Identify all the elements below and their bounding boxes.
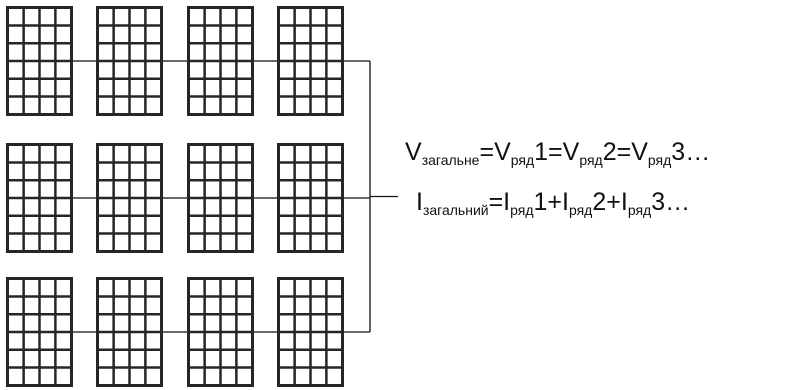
solar-panel (6, 6, 73, 116)
solar-panel (187, 143, 254, 253)
solar-panel (6, 143, 73, 253)
voltage-formula: Vзагальне=Vряд1=Vряд2=Vряд3… (405, 138, 710, 168)
solar-panel (96, 6, 163, 116)
solar-panel (96, 143, 163, 253)
voltage-term: 2=Vряд (602, 138, 672, 168)
current-term: Iзагальний (416, 188, 489, 218)
voltage-term: Vзагальне (405, 138, 480, 168)
current-term: 3… (651, 188, 691, 216)
solar-panel (6, 277, 73, 387)
voltage-term: 1=Vряд (534, 138, 603, 168)
solar-panel (277, 6, 344, 116)
solar-panel (187, 277, 254, 387)
solar-panel (277, 277, 344, 387)
voltage-term: 3… (671, 138, 711, 166)
voltage-term: =Vряд (479, 138, 535, 168)
current-term: 1+Iряд (533, 188, 593, 218)
solar-panel (277, 143, 344, 253)
current-term: =Iряд (488, 188, 534, 218)
current-formula: Iзагальний=Iряд1+Iряд2+Iряд3… (416, 188, 690, 218)
wiring (73, 60, 398, 333)
solar-panels (6, 6, 344, 387)
solar-panel (96, 277, 163, 387)
solar-panel (187, 6, 254, 116)
current-term: 2+Iряд (592, 188, 652, 218)
